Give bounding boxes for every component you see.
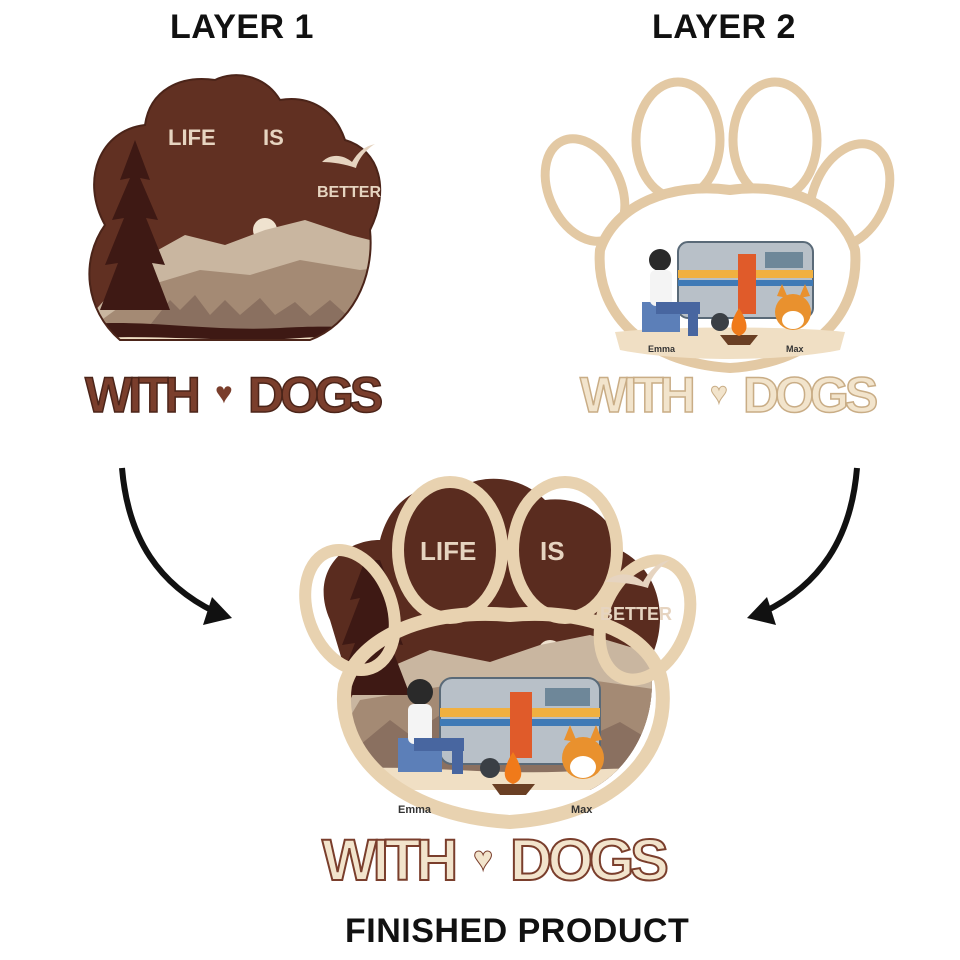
with-dogs-word: WITH ♥ DOGS <box>579 366 881 424</box>
life-text: LIFE <box>420 536 476 566</box>
campfire-icon <box>720 308 758 345</box>
layer-2-paw-artwork: Emma Max WITH ♥ DOGS <box>540 77 895 424</box>
right-curved-arrow <box>762 467 860 615</box>
campfire-icon <box>492 752 535 795</box>
svg-text:WITH: WITH <box>580 367 693 423</box>
svg-text:DOGS: DOGS <box>248 367 382 423</box>
better-text: BETTER <box>317 184 381 201</box>
right-arrow-head <box>747 597 776 625</box>
svg-text:WITH: WITH <box>322 828 454 893</box>
better-text: BETTER <box>600 604 672 624</box>
dog-name-label: Max <box>571 804 593 816</box>
is-text: IS <box>540 536 565 566</box>
layer-2-heading: LAYER 2 <box>652 8 796 46</box>
woman-in-chair-icon <box>398 679 464 774</box>
heart-icon: ♥ <box>215 377 233 410</box>
eagle-icon <box>322 144 375 168</box>
svg-text:WITH: WITH <box>85 367 198 423</box>
svg-text:DOGS: DOGS <box>510 828 667 893</box>
left-arrow-head <box>203 597 232 625</box>
with-dogs-word: WITH ♥ DOGS <box>84 366 386 424</box>
pine-tree-icon <box>100 140 170 310</box>
layer-1-heading: LAYER 1 <box>170 8 314 46</box>
is-text: IS <box>263 125 284 150</box>
dark-ground-band <box>89 323 381 341</box>
svg-text:DOGS: DOGS <box>743 367 877 423</box>
finished-product-artwork: LIFE IS BETTER Emma Max WITH ♥ DOGS <box>299 476 697 894</box>
person-name-label: Emma <box>398 804 432 816</box>
corgi-dog-icon <box>775 284 811 330</box>
dog-name-label: Max <box>786 344 804 354</box>
layer-1-paw-artwork: LIFE IS BETTER WITH ♥ DOGS <box>84 74 387 424</box>
heart-icon: ♥ <box>710 377 728 410</box>
finished-product-heading: FINISHED PRODUCT <box>345 912 690 950</box>
pad-frame <box>336 606 670 830</box>
left-curved-arrow <box>119 467 217 615</box>
camper-trailer-icon <box>677 241 814 331</box>
camper-trailer-icon <box>439 677 601 778</box>
life-text: LIFE <box>168 125 216 150</box>
eagle-icon <box>605 560 670 588</box>
heart-icon: ♥ <box>473 840 493 878</box>
woman-in-chair-icon <box>642 249 700 336</box>
corgi-dog-icon <box>562 725 604 779</box>
person-name-label: Emma <box>648 344 676 354</box>
with-dogs-word: WITH ♥ DOGS <box>321 827 672 894</box>
